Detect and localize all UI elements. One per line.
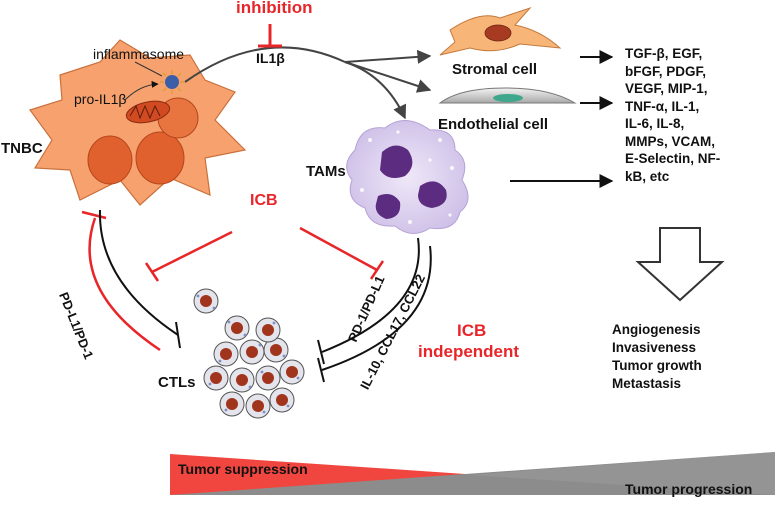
factor-line: kB, etc xyxy=(625,168,670,184)
outcome-item: Metastasis xyxy=(612,376,682,391)
ctl-cell xyxy=(219,391,245,417)
factor-line: MMPs, VCAM, xyxy=(625,133,716,149)
tnbc-ctl-red-bar xyxy=(81,210,107,220)
tnbc-nucleus xyxy=(135,131,185,185)
outcome-item: Invasiveness xyxy=(612,340,697,355)
icb-independent-label-line1: ICB xyxy=(457,321,487,340)
icb-to-pdl1-inhibit xyxy=(151,230,233,274)
arrow-to-endothelial xyxy=(344,61,432,93)
growth-factor-list: TGF-β, EGF, bFGF, PDGF, VEGF, MIP-1, TNF… xyxy=(625,45,720,185)
factor-line: TGF-β, EGF, xyxy=(625,46,703,61)
inflammasome-pointer xyxy=(134,61,163,77)
ctl-cell xyxy=(229,367,255,393)
outcome-item: Tumor growth xyxy=(612,358,702,373)
tams-ctl-bar-2 xyxy=(317,357,325,383)
factor-line: E-Selectin, NF- xyxy=(625,151,721,166)
ctl-cell xyxy=(239,339,265,365)
outcome-list: Angiogenesis Invasiveness Tumor growth M… xyxy=(612,321,702,393)
ctls-cluster xyxy=(193,288,305,419)
ctls-label: CTLs xyxy=(158,374,196,391)
stromal-cell xyxy=(439,6,562,56)
tams-cluster xyxy=(346,120,469,234)
tnbc-label: TNBC xyxy=(1,140,43,157)
ctl-cell xyxy=(269,387,295,413)
tnbc-ctl-black-bar xyxy=(175,321,181,349)
outcome-item: Angiogenesis xyxy=(612,322,701,337)
ctl-cell xyxy=(279,359,305,385)
ctl-cell xyxy=(255,365,281,391)
ctl-cell xyxy=(245,393,271,419)
ctl-cell xyxy=(255,317,281,343)
inflammasome-icon xyxy=(160,70,184,94)
inhibition-label: inhibition xyxy=(236,0,313,17)
tumor-progression-label: Tumor progression xyxy=(625,481,753,497)
wedge-blend xyxy=(470,452,775,495)
icb-label: ICB xyxy=(250,192,278,209)
outcome-down-arrow xyxy=(635,227,725,302)
factor-line: IL-6, IL-8, xyxy=(625,116,685,131)
tnbc-cell-cluster xyxy=(29,39,247,206)
factor-line: bFGF, PDGF, xyxy=(625,63,706,79)
tams-ctl-arc-1 xyxy=(321,237,420,353)
tnbc-ctl-red-arc xyxy=(88,217,161,352)
pro-il1b-label: pro-IL1β xyxy=(74,91,127,107)
factor-line: TNF-α, IL-1, xyxy=(625,98,700,114)
endothelial-cell-label: Endothelial cell xyxy=(438,116,549,133)
icb-to-pdl1-bar xyxy=(144,262,160,282)
ctl-cell xyxy=(224,315,250,341)
factor-line: VEGF, MIP-1, xyxy=(625,81,708,96)
arrow-to-tams xyxy=(344,61,407,120)
arrow-to-stromal xyxy=(344,49,432,64)
stromal-cell-label: Stromal cell xyxy=(452,61,538,78)
endothelial-cell xyxy=(438,87,577,104)
il1b-arc-arrow xyxy=(184,46,346,83)
icb-independent-label-line2: independent xyxy=(418,342,520,361)
tams-ctl-arc-2 xyxy=(321,245,432,371)
ctl-cell xyxy=(193,288,219,314)
ctl-cell xyxy=(213,341,239,367)
icb-to-pd1-bar xyxy=(369,260,385,280)
tumor-suppression-label: Tumor suppression xyxy=(178,461,308,477)
icb-to-pd1-inhibit xyxy=(299,226,378,272)
tams-ctl-bar-1 xyxy=(317,339,325,365)
ctl-cell xyxy=(203,365,229,391)
inflammasome-label: inflammasome xyxy=(93,46,185,62)
pro-il1b-pointer xyxy=(124,80,159,101)
tams-label: TAMs xyxy=(306,163,346,180)
il1b-label: IL1β xyxy=(256,50,285,66)
tnbc-ctl-black-arc xyxy=(98,209,179,336)
mitochondrion-cristae xyxy=(129,104,161,120)
tnbc-nucleus xyxy=(87,135,133,185)
